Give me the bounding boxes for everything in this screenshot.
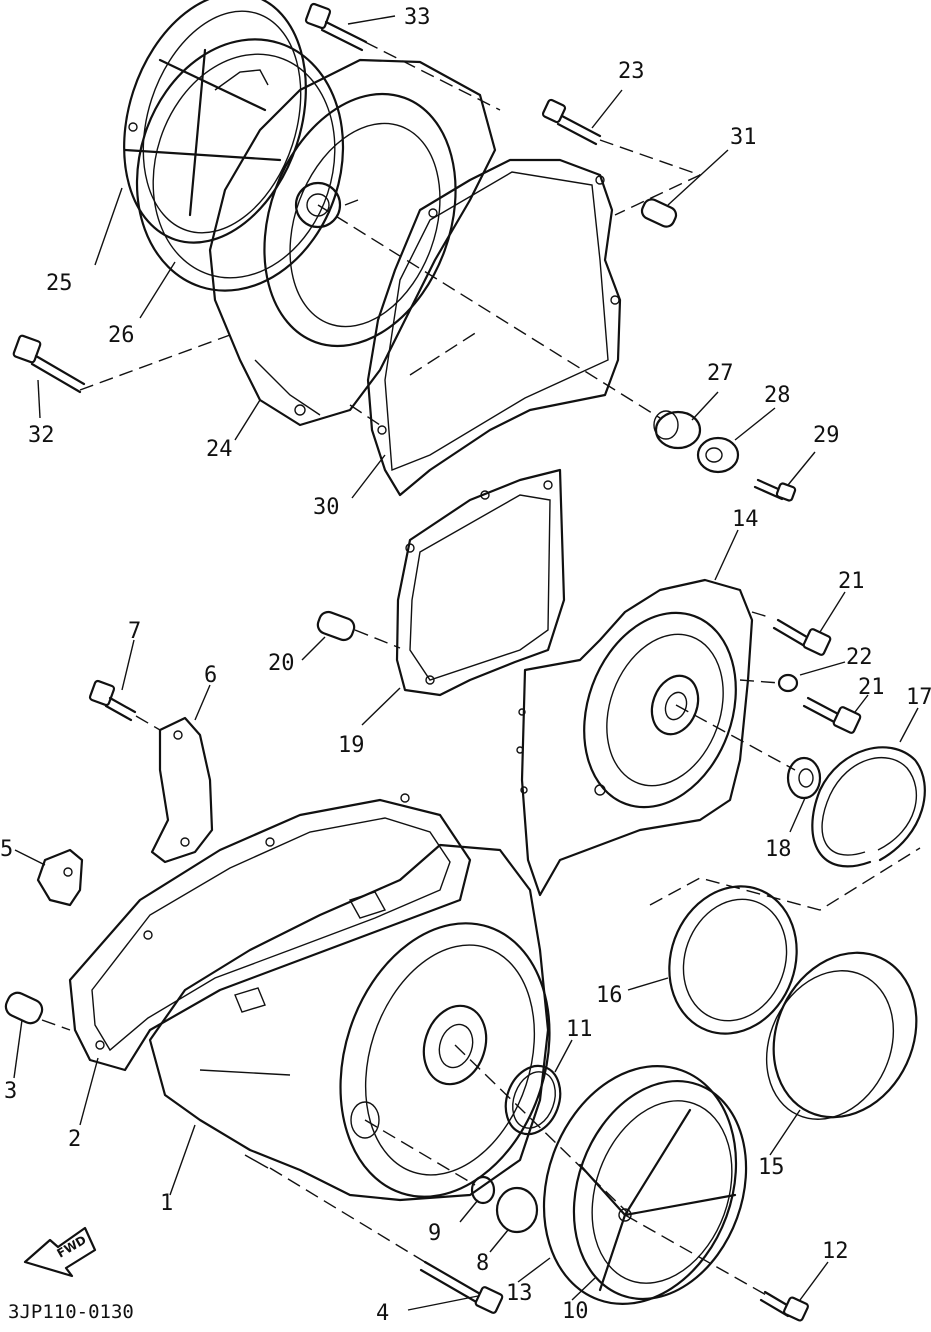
part-6-bracket	[150, 716, 214, 864]
callout-9: 9	[428, 1221, 441, 1246]
callout-6: 6	[204, 663, 217, 688]
diagram-code: 3JP110-0130	[8, 1301, 134, 1323]
part-17-circlip	[811, 746, 926, 868]
callout-18: 18	[765, 837, 792, 862]
part-11-o-ring	[504, 1064, 562, 1136]
callout-12: 12	[822, 1239, 849, 1264]
callout-7: 7	[128, 619, 141, 644]
part-30-crankcase-gasket	[366, 158, 622, 497]
callout-15: 15	[758, 1155, 785, 1180]
callout-2: 2	[68, 1127, 81, 1152]
callout-8: 8	[476, 1251, 489, 1276]
callout-14: 14	[732, 507, 759, 532]
part-29-screw	[753, 478, 797, 502]
callout-21-upper: 21	[838, 569, 865, 594]
callout-23: 23	[618, 59, 645, 84]
part-1-crankcase-cover	[148, 843, 551, 1202]
callout-19: 19	[338, 733, 365, 758]
callout-33: 33	[404, 5, 431, 30]
callout-4: 4	[376, 1301, 389, 1326]
callout-22: 22	[846, 645, 873, 670]
callout-5: 5	[0, 837, 13, 862]
callout-29: 29	[813, 423, 840, 448]
callout-27: 27	[707, 361, 734, 386]
callout-13: 13	[506, 1281, 533, 1306]
callout-numbers: 33 23 31 25 26 32 24 30 27 28 29 14 21 2…	[0, 5, 931, 1326]
part-23-bolt	[541, 98, 602, 146]
part-16-seal-ring	[668, 885, 798, 1035]
assembly-lines	[41, 41, 921, 1297]
part-12-bolt	[759, 1290, 809, 1322]
part-28-washer	[696, 436, 740, 474]
callout-1: 1	[160, 1191, 173, 1216]
part-21-bolt-upper	[772, 618, 832, 656]
callout-3: 3	[4, 1079, 17, 1104]
callout-11: 11	[566, 1017, 593, 1042]
part-19-cover-gasket	[395, 468, 566, 697]
part-4-bolt	[419, 1260, 504, 1314]
callout-32: 32	[28, 423, 55, 448]
callout-31: 31	[730, 125, 757, 150]
part-13-cover-rim	[542, 1065, 738, 1305]
callout-16: 16	[596, 983, 623, 1008]
part-26-gasket-ring	[135, 38, 345, 292]
part-15-cap	[765, 951, 918, 1120]
part-14-inner-cover	[516, 578, 754, 897]
part-2-crankcase-cover-gasket	[68, 793, 472, 1072]
part-24-clutch-housing	[208, 58, 497, 427]
fwd-direction-arrow: FWD	[23, 1226, 97, 1278]
callout-30: 30	[313, 495, 340, 520]
callout-25: 25	[46, 271, 73, 296]
callout-26: 26	[108, 323, 135, 348]
callout-17: 17	[906, 685, 931, 710]
part-21-bolt-lower	[802, 696, 862, 734]
part-9-o-ring	[470, 1175, 496, 1205]
part-20-dowel-pin	[316, 610, 356, 642]
part-7-bolt	[88, 679, 137, 722]
part-25-outer-cover	[123, 0, 307, 244]
part-32-bolt	[12, 334, 86, 394]
part-5-clip	[36, 848, 84, 907]
callout-20: 20	[268, 651, 295, 676]
part-18-seal-washer	[786, 756, 822, 800]
part-3-dowel-pin	[4, 991, 44, 1025]
part-8-plug	[495, 1186, 539, 1234]
part-31-dowel-pin	[640, 198, 678, 228]
callout-21-lower: 21	[858, 675, 885, 700]
callout-10: 10	[562, 1299, 589, 1324]
callout-24: 24	[206, 437, 233, 462]
callout-28: 28	[764, 383, 791, 408]
part-27-bushing	[653, 410, 702, 450]
part-22-o-ring	[777, 673, 799, 693]
part-33-bolt	[304, 2, 368, 52]
part-10-outer-cover-spoked	[572, 1079, 748, 1301]
callout-leaders	[13, 15, 919, 1311]
